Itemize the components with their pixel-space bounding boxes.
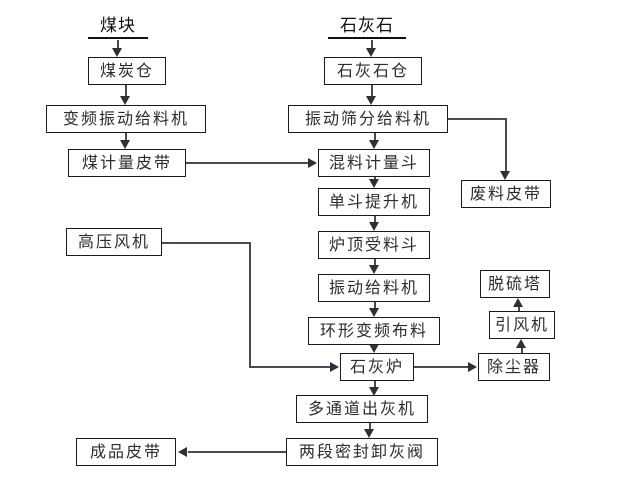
arrowhead-hpblower-to-kiln (330, 362, 339, 372)
arrowhead-tophopper-to-vibfeeder (369, 265, 379, 274)
edge-kiln-to-ashmachine (374, 381, 376, 387)
arrowhead-kiln-to-ashmachine (369, 387, 379, 396)
arrowhead-sealvalve-to-productbelt (178, 447, 187, 457)
node-vibrating-feeder[interactable]: 振动给料机 (318, 274, 430, 302)
edge-mixhopper-to-elevator (374, 177, 376, 180)
arrowhead-kiln-to-dustcollector (468, 362, 477, 372)
node-product-belt[interactable]: 成品皮带 (76, 438, 176, 466)
edge-screen-to-wastebelt-h (448, 118, 506, 120)
arrowhead-limebin-to-screen (366, 96, 376, 105)
edge-weighbelt-to-mixhopper (186, 162, 310, 164)
source-label-coal: 煤块 (88, 16, 148, 39)
edge-ashmachine-to-sealvalve (369, 423, 371, 429)
node-vibrating-screen-feeder[interactable]: 振动筛分给料机 (288, 105, 448, 133)
arrowhead-mixhopper-to-elevator (369, 179, 379, 188)
node-desulfurization-tower[interactable]: 脱硫塔 (480, 270, 550, 298)
edge-elevator-to-tophopper (374, 216, 376, 222)
node-mixing-weighing-hopper[interactable]: 混料计量斗 (318, 149, 430, 177)
arrowhead-coal-source-to-bin (112, 48, 122, 57)
edge-lime-source-to-bin (371, 40, 373, 49)
arrowhead-distrib-to-kiln (369, 344, 379, 353)
edge-tophopper-to-vibfeeder (374, 259, 376, 265)
arrowhead-vfdfeeder-to-weighbelt (120, 140, 130, 149)
arrowhead-vibfeeder-to-distrib (369, 308, 379, 317)
node-waste-belt[interactable]: 废料皮带 (461, 180, 551, 208)
node-multi-channel-ash-discharger[interactable]: 多通道出灰机 (296, 395, 428, 423)
node-ring-vfd-distributor[interactable]: 环形变频布料 (308, 317, 440, 345)
node-lime-kiln[interactable]: 石灰炉 (340, 353, 414, 381)
arrowhead-weighbelt-to-mixhopper (308, 158, 317, 168)
edge-screen-to-wastebelt-v (505, 118, 507, 172)
arrowhead-lime-source-to-bin (366, 48, 376, 57)
edge-bin-to-vfdfeeder (125, 85, 127, 97)
node-induced-draft-fan[interactable]: 引风机 (489, 311, 555, 339)
arrowhead-elevator-to-tophopper (369, 222, 379, 231)
node-bucket-elevator[interactable]: 单斗提升机 (318, 188, 430, 216)
source-label-limestone: 石灰石 (328, 16, 406, 39)
node-coal-bin[interactable]: 煤炭仓 (88, 57, 166, 85)
arrowhead-dustcollector-to-idfan (516, 339, 526, 348)
edge-screen-to-mixhopper (374, 133, 376, 141)
edge-hpblower-to-kiln-v (249, 242, 251, 367)
node-two-stage-sealed-ash-valve[interactable]: 两段密封卸灰阀 (286, 438, 438, 466)
edge-kiln-to-dustcollector (414, 366, 470, 368)
node-limestone-bin[interactable]: 石灰石仓 (324, 57, 422, 85)
edge-vfdfeeder-to-weighbelt (125, 133, 127, 141)
edge-limebin-to-screen (371, 85, 373, 97)
arrowhead-screen-to-mixhopper (369, 140, 379, 149)
arrowhead-idfan-to-desulfur (513, 298, 523, 307)
edge-hpblower-to-kiln-h2 (249, 366, 332, 368)
edge-coal-source-to-bin (117, 40, 119, 49)
edge-hpblower-to-kiln-h1 (162, 242, 250, 244)
arrowhead-screen-to-wastebelt (500, 171, 510, 180)
arrowhead-bin-to-vfdfeeder (120, 96, 130, 105)
node-coal-weighing-belt[interactable]: 煤计量皮带 (68, 149, 186, 177)
node-vfd-vibrating-feeder[interactable]: 变频振动给料机 (46, 105, 206, 133)
node-high-pressure-blower[interactable]: 高压风机 (66, 228, 162, 256)
node-dust-collector[interactable]: 除尘器 (478, 353, 550, 381)
node-furnace-top-hopper[interactable]: 炉顶受料斗 (318, 231, 430, 259)
arrowhead-ashmachine-to-sealvalve (364, 429, 374, 438)
edge-vibfeeder-to-distrib (374, 302, 376, 308)
edge-sealvalve-to-productbelt (188, 451, 286, 453)
